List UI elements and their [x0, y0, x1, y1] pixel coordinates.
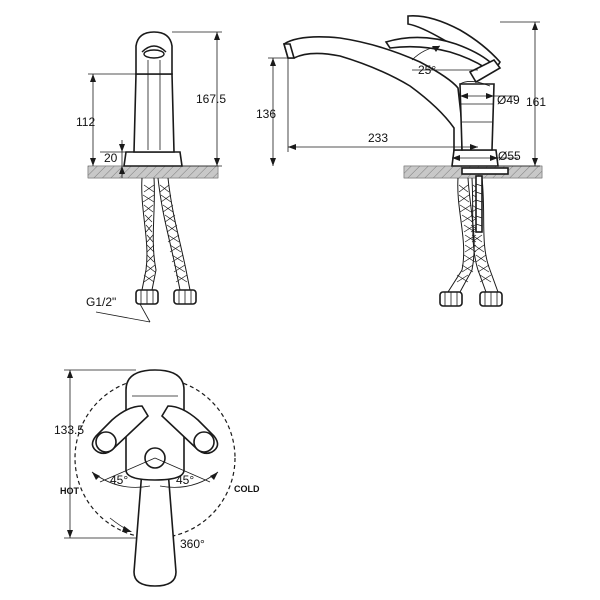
top-dim-angle-hot: 45°: [110, 473, 128, 487]
top-dim-angle-cold: 45°: [176, 473, 194, 487]
front-dim-base-height: 20: [104, 151, 118, 165]
side-hoses: [439, 167, 509, 307]
top-lever: [125, 369, 185, 481]
side-dim-base-diameter: Ø55: [498, 149, 521, 163]
side-view: 136 161 233 25° Ø49 Ø55: [256, 14, 546, 307]
front-view: 167.5 112 20 G1/2": [76, 31, 226, 323]
side-dim-total-height: 161: [526, 95, 546, 109]
top-label-cold: COLD: [234, 484, 260, 494]
front-hoses: [135, 177, 197, 305]
side-dim-spout-height: 136: [256, 107, 276, 121]
side-dim-lever-angle: 25°: [418, 63, 436, 77]
side-dim-body-diameter: Ø49: [497, 93, 520, 107]
top-spout: [133, 469, 177, 587]
front-faucet-base: [123, 151, 183, 167]
front-dim-body-height: 112: [76, 115, 95, 129]
top-dim-rotation: 360°: [180, 537, 205, 551]
front-dim-thread: G1/2": [86, 295, 116, 309]
top-rotation-circle: [74, 377, 236, 539]
front-lever: [135, 31, 173, 75]
top-view: 133.5 45° 45° HOT COLD 360°: [54, 369, 260, 587]
side-dim-reach: 233: [368, 131, 388, 145]
front-faucet-body: [133, 73, 175, 153]
top-label-hot: HOT: [60, 486, 80, 496]
front-dim-total-height: 167.5: [196, 92, 226, 106]
top-dim-depth: 133.5: [54, 423, 84, 437]
side-spout: [283, 36, 463, 151]
